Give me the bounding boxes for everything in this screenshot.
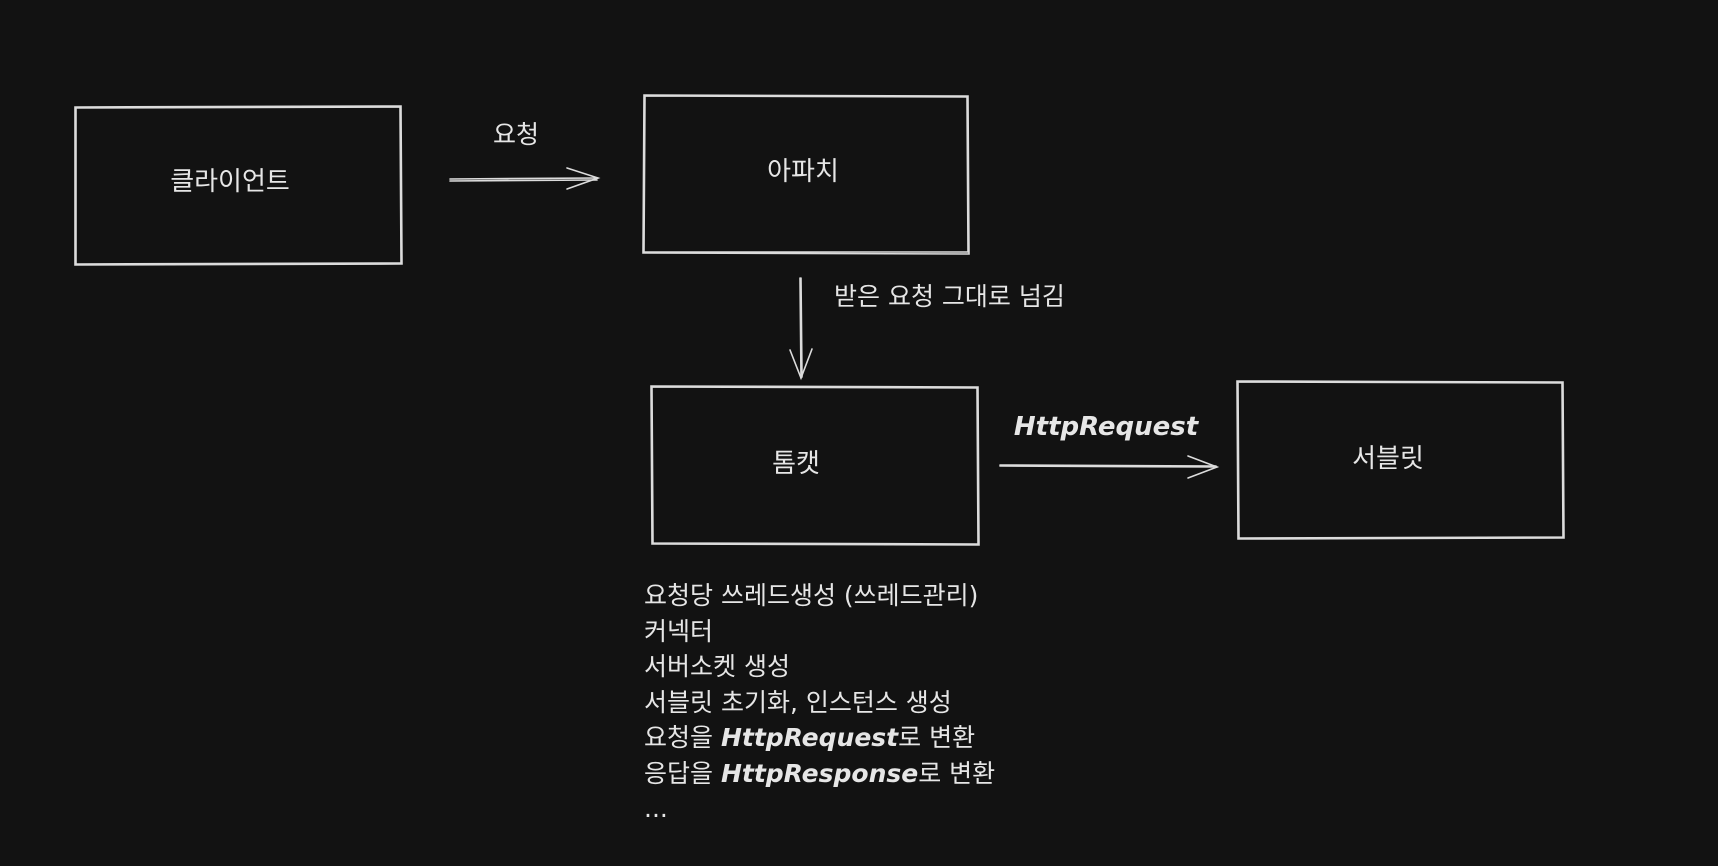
tomcat-box	[650, 385, 980, 546]
arrow-head-icon	[1187, 455, 1220, 479]
arrow-line-icon	[799, 277, 803, 379]
servlet-label: 서블릿	[1352, 444, 1424, 474]
arrow-line-icon	[449, 177, 599, 182]
note-text: 로 변환	[898, 723, 976, 752]
apache-box	[642, 94, 970, 255]
client-label: 클라이언트	[170, 167, 290, 197]
edge-label-request: 요청	[493, 120, 539, 149]
note-code: HttpRequest	[720, 723, 899, 752]
arrow-head-icon	[789, 348, 813, 381]
edge-label-httprequest: HttpRequest	[1014, 412, 1200, 442]
note-text: 응답을	[644, 758, 721, 788]
note-code: HttpResponse	[720, 758, 919, 788]
edge-client-to-apache: 요청	[449, 120, 601, 190]
note-text: 요청을	[644, 723, 721, 752]
note-line: 서버소켓 생성	[644, 652, 790, 681]
edge-apache-to-tomcat: 받은 요청 그대로 넘김	[789, 277, 1065, 381]
tomcat-node[interactable]: 톰캣	[650, 385, 980, 546]
note-line: 커넥터	[644, 616, 714, 646]
servlet-node[interactable]: 서블릿	[1236, 380, 1565, 540]
edge-tomcat-to-servlet: HttpRequest	[999, 412, 1220, 479]
edge-label-forward: 받은 요청 그대로 넘김	[834, 282, 1065, 311]
note-text: 로 변환	[918, 758, 996, 788]
note-line: 서블릿 초기화, 인스턴스 생성	[644, 687, 952, 717]
client-node[interactable]: 클라이언트	[74, 105, 403, 266]
client-box	[74, 105, 403, 266]
tomcat-notes: 요청당 쓰레드생성 (쓰레드관리) 커넥터 서버소켓 생성 서블릿 초기화, 인…	[644, 578, 995, 827]
arrow-head-icon	[566, 167, 601, 190]
apache-node[interactable]: 아파치	[642, 94, 970, 255]
note-line: ...	[644, 794, 668, 823]
tomcat-label: 톰캣	[772, 449, 820, 479]
servlet-box	[1236, 380, 1565, 540]
note-line: 요청을 HttpRequest로 변환	[644, 720, 995, 756]
apache-label: 아파치	[767, 157, 839, 187]
note-line: 응답을 HttpResponse로 변환	[644, 756, 995, 792]
note-line: 요청당 쓰레드생성 (쓰레드관리)	[644, 581, 979, 610]
arrow-line-icon	[999, 464, 1218, 468]
